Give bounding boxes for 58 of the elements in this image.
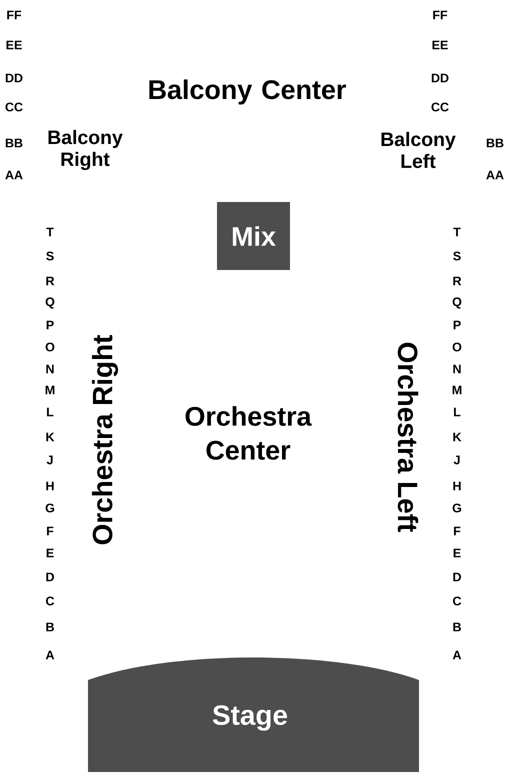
section-name: Orchestra Center xyxy=(186,406,312,460)
row-letter: EE xyxy=(432,40,448,50)
row-letter: DD xyxy=(6,74,22,82)
row-letter: FF xyxy=(7,10,22,20)
row-letter: H xyxy=(453,482,461,490)
row-letter: G xyxy=(46,504,54,512)
row-letter: BB xyxy=(486,138,504,148)
row-letter: D xyxy=(453,572,461,582)
section-name: Balcony Left xyxy=(382,132,456,168)
row-letter: AA xyxy=(5,170,23,180)
row-letter: G xyxy=(452,504,462,512)
row-letter: L xyxy=(454,408,460,416)
section-name: Orchestra Right xyxy=(92,334,118,544)
row-letter: FF xyxy=(433,10,448,20)
row-letter: J xyxy=(454,456,460,464)
row-letter: S xyxy=(453,252,461,260)
row-letter: M xyxy=(452,386,462,394)
row-letter: O xyxy=(452,342,462,352)
section-name: Balcony Center xyxy=(149,79,346,105)
row-letter: B xyxy=(46,622,54,632)
row-letter: F xyxy=(47,526,54,536)
row-letter: L xyxy=(47,408,54,416)
row-letter: D xyxy=(46,572,54,582)
row-letter: E xyxy=(46,548,54,558)
row-letter: S xyxy=(46,252,54,260)
row-letter: C xyxy=(453,596,462,606)
row-letter: T xyxy=(453,228,461,236)
row-letter: EE xyxy=(6,40,22,50)
row-letter: K xyxy=(453,432,462,442)
mix-box: Mix xyxy=(217,202,290,270)
row-letter: CC xyxy=(432,102,449,112)
row-letter: AA xyxy=(486,170,504,180)
row-letter: R xyxy=(46,276,54,286)
row-letter: R xyxy=(453,276,462,286)
row-letter: Q xyxy=(46,297,54,309)
row-letter: M xyxy=(46,386,54,394)
stage-area: Stage xyxy=(88,658,419,772)
row-letter: Q xyxy=(452,297,462,309)
section-name: Balcony Right xyxy=(48,130,123,170)
row-letter: CC xyxy=(6,102,23,112)
row-letter: E xyxy=(454,548,461,558)
row-letter: P xyxy=(46,320,54,330)
section-name: Orchestra Left xyxy=(398,342,418,532)
row-letter: C xyxy=(46,596,54,606)
row-letter: J xyxy=(46,456,53,464)
row-letter: K xyxy=(46,432,54,442)
row-letter: A xyxy=(452,650,462,660)
row-letter: DD xyxy=(432,74,448,82)
row-letter: N xyxy=(453,364,461,374)
row-letter: F xyxy=(454,526,460,536)
row-letter: A xyxy=(46,650,54,660)
row-letter: BB xyxy=(6,138,22,148)
row-letter: P xyxy=(454,320,461,330)
row-letter: N xyxy=(46,364,54,374)
row-letter: O xyxy=(46,342,54,352)
row-letter: H xyxy=(46,482,54,490)
row-letter: B xyxy=(453,622,461,632)
row-letter: T xyxy=(46,228,54,236)
